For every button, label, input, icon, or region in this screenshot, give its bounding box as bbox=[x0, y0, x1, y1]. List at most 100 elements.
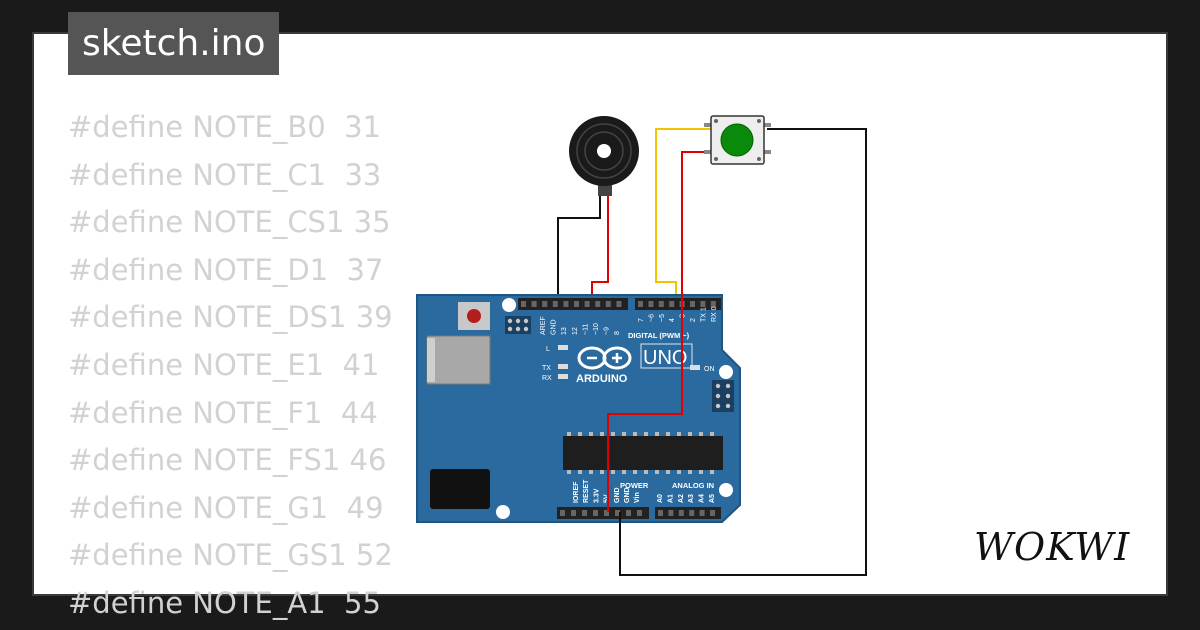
pin-label: 8 bbox=[614, 331, 621, 335]
wire-yellow-button[interactable] bbox=[655, 128, 712, 300]
analog-label: ANALOG IN bbox=[672, 481, 714, 490]
board-brand: ARDUINO bbox=[576, 373, 628, 385]
pin-label: RX 0 bbox=[711, 306, 718, 322]
pin-label: AREF bbox=[540, 316, 547, 335]
arduino-uno-board[interactable]: UNO ARDUINO DIGITAL (PWM ~) POWER ANALOG… bbox=[416, 294, 741, 523]
piezo-buzzer[interactable] bbox=[569, 116, 639, 196]
header-pin bbox=[593, 510, 598, 516]
header-pin bbox=[700, 301, 706, 307]
pin-label: ~11 bbox=[582, 324, 589, 335]
header-pin bbox=[710, 510, 715, 516]
circuit-diagram: UNO ARDUINO DIGITAL (PWM ~) POWER ANALOG… bbox=[416, 115, 867, 576]
pin-label: 2 bbox=[690, 318, 697, 322]
header-pin bbox=[638, 301, 643, 307]
pin-label: A5 bbox=[709, 494, 716, 503]
svg-text:ON: ON bbox=[704, 366, 715, 373]
digital-label: DIGITAL (PWM ~) bbox=[628, 331, 690, 340]
power-jack bbox=[430, 469, 490, 509]
header-pin bbox=[582, 510, 587, 516]
code-line: #define NOTE_C1 33 bbox=[68, 157, 382, 192]
header-pin bbox=[604, 510, 609, 516]
pin-label: A1 bbox=[667, 494, 674, 503]
pin-label: ~5 bbox=[659, 314, 666, 322]
pin-label: GND bbox=[551, 319, 558, 335]
header-pin bbox=[521, 301, 526, 307]
code-line: #define NOTE_E1 41 bbox=[68, 347, 380, 382]
code-line: #define NOTE_DS1 39 bbox=[68, 300, 393, 335]
wire-black-buzzer[interactable] bbox=[557, 190, 601, 300]
header-top-right bbox=[635, 298, 721, 310]
pin-label: GND bbox=[624, 487, 631, 503]
pin-label: 13 bbox=[561, 327, 568, 335]
header-pin bbox=[626, 510, 631, 516]
svg-text:L: L bbox=[546, 346, 550, 353]
wire-black-gnd[interactable] bbox=[619, 128, 867, 576]
pin-label: A4 bbox=[699, 494, 706, 503]
header-power bbox=[557, 507, 649, 519]
header-pin bbox=[615, 510, 620, 516]
header-pin bbox=[669, 301, 675, 307]
code-line: #define NOTE_GS1 52 bbox=[68, 538, 393, 573]
header-pin bbox=[605, 301, 611, 307]
preview-card: #define NOTE_B0 31 #define NOTE_C1 33 #def… bbox=[34, 34, 1166, 620]
header-pin bbox=[678, 510, 684, 516]
pin-label: Vin bbox=[634, 492, 641, 503]
pin-label: 12 bbox=[572, 327, 579, 335]
code-line: #define NOTE_G1 49 bbox=[68, 490, 384, 525]
wire-red-5v[interactable] bbox=[607, 151, 719, 512]
pin-label: GND bbox=[614, 487, 621, 503]
usb-port bbox=[426, 335, 491, 385]
pin-label: 7 bbox=[638, 318, 645, 322]
code-line: #define NOTE_FS1 46 bbox=[68, 443, 387, 478]
code-editor[interactable]: #define NOTE_B0 31 #define NOTE_C1 33 #def… bbox=[68, 104, 393, 628]
header-pin bbox=[531, 301, 537, 307]
pin-label: ~10 bbox=[593, 323, 600, 335]
pin-label: 3.3V bbox=[593, 488, 600, 503]
code-line: #define NOTE_CS1 35 bbox=[68, 205, 391, 240]
pin-label: ~9 bbox=[604, 327, 611, 335]
pin-label: A0 bbox=[657, 494, 664, 503]
header-pin bbox=[571, 510, 576, 516]
microcontroller-chip bbox=[563, 436, 723, 470]
header-pin bbox=[658, 301, 664, 307]
header-pin bbox=[595, 301, 601, 307]
code-line: #define NOTE_B0 31 bbox=[68, 110, 381, 144]
wire-red-buzzer[interactable] bbox=[591, 196, 609, 300]
pin-label: TX 1 bbox=[700, 307, 707, 322]
board-model: UNO bbox=[643, 347, 687, 369]
pin-label: A3 bbox=[688, 494, 695, 503]
header-pin bbox=[542, 301, 548, 307]
svg-text:RX: RX bbox=[542, 375, 552, 382]
header-pin bbox=[689, 510, 695, 516]
wokwi-logo-text: WOKWI bbox=[974, 525, 1130, 569]
pin-label: 4 bbox=[669, 318, 676, 322]
header-pin bbox=[658, 510, 663, 516]
header-pin bbox=[552, 301, 558, 307]
header-pin bbox=[584, 301, 590, 307]
pin-label: IOREF bbox=[573, 481, 580, 503]
pin-label: RESET bbox=[583, 479, 590, 503]
code-line: #define NOTE_F1 44 bbox=[68, 395, 378, 430]
wokwi-logo: WOKWI bbox=[968, 522, 1148, 576]
header-pin bbox=[710, 301, 716, 307]
pin-label: ~6 bbox=[648, 314, 655, 322]
header-pin bbox=[637, 510, 642, 516]
file-tab[interactable]: sketch.ino bbox=[68, 12, 280, 75]
svg-text:TX: TX bbox=[542, 365, 551, 372]
header-pin bbox=[563, 301, 569, 307]
code-line: #define NOTE_D1 37 bbox=[68, 252, 384, 287]
header-pin bbox=[574, 301, 579, 307]
header-pin bbox=[668, 510, 674, 516]
arduino-logo-icon bbox=[577, 346, 632, 370]
pin-label: A2 bbox=[678, 494, 685, 503]
code-line: #define NOTE_A1 55 bbox=[68, 585, 381, 620]
pin-label: ~3 bbox=[680, 314, 687, 322]
header-pin bbox=[690, 301, 695, 307]
header-pin bbox=[699, 510, 705, 516]
header-pin bbox=[560, 510, 565, 516]
push-button[interactable] bbox=[704, 115, 771, 165]
header-pin bbox=[616, 301, 622, 307]
file-tab-title: sketch.ino bbox=[82, 23, 266, 64]
power-label: POWER bbox=[620, 481, 649, 490]
header-pin bbox=[648, 301, 654, 307]
